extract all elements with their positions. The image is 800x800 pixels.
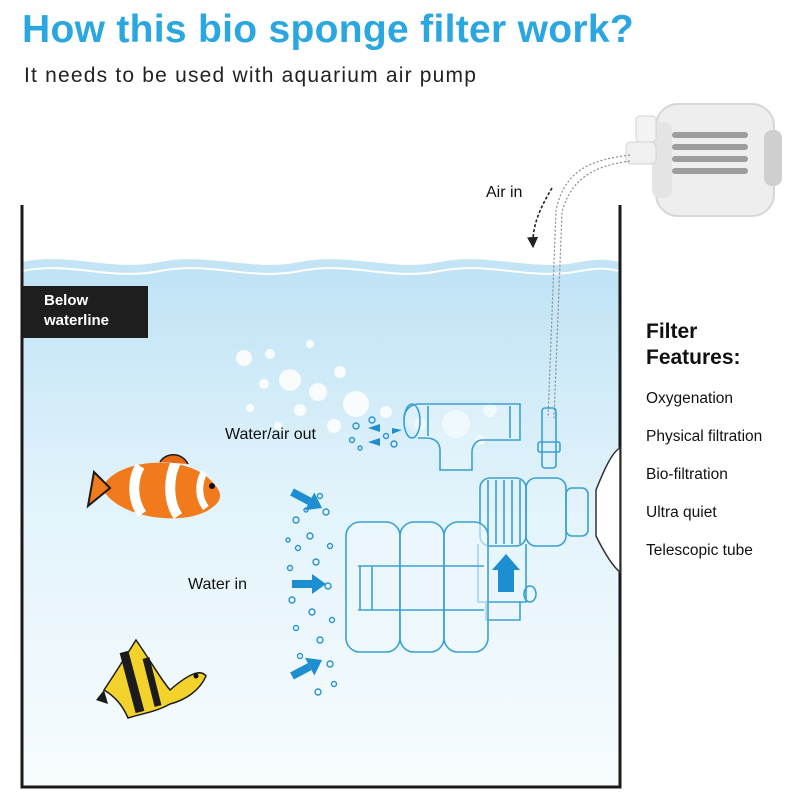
sponge-filter	[345, 403, 621, 653]
features-title-line-2: Features:	[646, 346, 741, 369]
air-in-label: Air in	[486, 184, 523, 201]
badge-line-2: waterline	[44, 312, 110, 329]
air-tube	[547, 154, 631, 419]
water-in-arrows	[290, 488, 326, 680]
outgoing-arrows	[368, 424, 402, 446]
air-pump	[625, 103, 782, 217]
incoming-bubbles	[285, 492, 338, 696]
angelfish	[96, 638, 207, 719]
features-list: Oxygenation Physical filtration Bio-filt…	[646, 388, 762, 578]
feature-item: Ultra quiet	[646, 504, 717, 521]
outgoing-bubbles	[348, 416, 398, 451]
features-title: Filter Features:	[646, 319, 741, 371]
feature-item: Oxygenation	[646, 390, 734, 407]
page-subtitle: It needs to be used with aquarium air pu…	[24, 64, 478, 87]
water-surface-wave	[21, 259, 621, 273]
air-in-arrow	[526, 187, 553, 249]
water-air-out-label: Water/air out	[225, 426, 316, 443]
clownfish	[86, 454, 220, 519]
below-waterline-badge: Below waterline	[22, 286, 148, 338]
feature-item: Physical filtration	[646, 428, 763, 445]
flow-up-arrow	[492, 554, 520, 592]
water	[22, 269, 620, 785]
page-title: How this bio sponge filter work?	[22, 8, 634, 51]
water-in-label: Water in	[188, 576, 247, 593]
feature-item: Bio-filtration	[646, 466, 728, 483]
feature-item: Telescopic tube	[646, 542, 753, 559]
badge-line-1: Below	[44, 292, 89, 309]
features-title-line-1: Filter	[646, 320, 698, 343]
